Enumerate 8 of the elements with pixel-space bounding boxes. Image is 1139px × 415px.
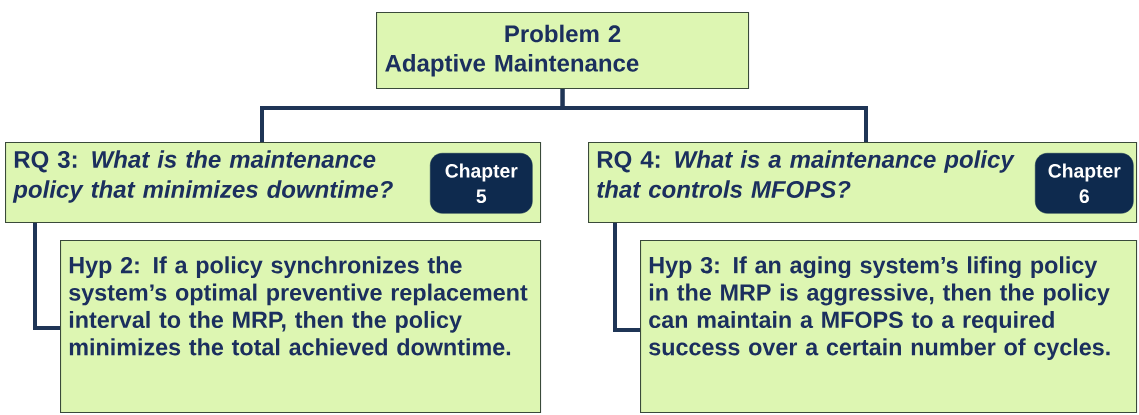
connector-line [613, 223, 640, 332]
hypothesis-box: Hyp 3: If an aging system’s lifing policy in the MRP is aggressive, then the policy can maintain a MFOPS to a required success over a certain number of cycles. [640, 240, 1138, 414]
connector-line [33, 223, 60, 330]
problem-box: Problem 2 Adaptive Maintenance [376, 12, 750, 90]
connector-line [560, 89, 868, 142]
chapter-badge: Chapter 5 [430, 153, 533, 214]
hypothesis-box: Hyp 2: If a policy synchronizes the system’s optimal preventive replacement interval to the MRP, then the policy minimizes the total achieved downtime. [60, 240, 542, 414]
chapter-badge: Chapter 6 [1035, 153, 1134, 214]
